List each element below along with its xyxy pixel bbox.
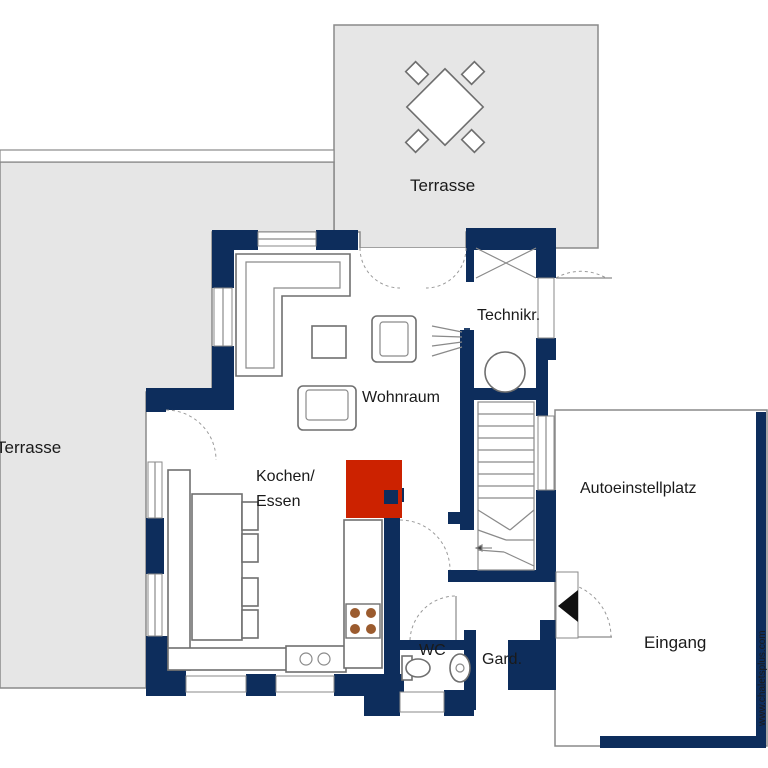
l-shaped-sofa [235, 253, 351, 377]
label-wc: WC [419, 642, 446, 659]
armchair-right [371, 315, 417, 363]
carport-area [554, 409, 768, 747]
windows [147, 231, 555, 713]
label-kitchen-dining-line2: Essen [256, 493, 300, 510]
label-kitchen-dining-line1: Kochen/ [256, 468, 315, 485]
label-entrance: Eingang [644, 633, 706, 652]
kitchen-counter-left [167, 469, 191, 671]
label-technical-room: Technikr. [477, 307, 540, 324]
dining-table [191, 493, 243, 641]
wc-fixtures [401, 653, 471, 683]
staircase [474, 401, 535, 571]
label-carport: Autoeinstellplatz [580, 480, 697, 497]
watermark: www.chaletsplus.com [757, 630, 768, 727]
boiler [484, 351, 526, 393]
light-rays [431, 325, 463, 357]
walls [146, 228, 766, 748]
terrace-step [0, 149, 335, 163]
entrance-arrow-icon [558, 590, 578, 622]
armchair-bottom [297, 385, 357, 431]
terrace-table [404, 60, 486, 154]
stove [346, 460, 402, 518]
kitchen-furniture [167, 460, 402, 673]
kitchen-counter-right [343, 519, 383, 669]
coffee-table [311, 325, 347, 359]
cooktop [345, 603, 381, 639]
label-wardrobe: Gard. [482, 651, 522, 668]
label-living-room: Wohnraum [362, 389, 440, 406]
label-terrace-top: Terrasse [410, 176, 475, 195]
label-terrace-left: Terrasse [0, 438, 61, 457]
sink [285, 645, 347, 673]
living-furniture [235, 253, 470, 431]
